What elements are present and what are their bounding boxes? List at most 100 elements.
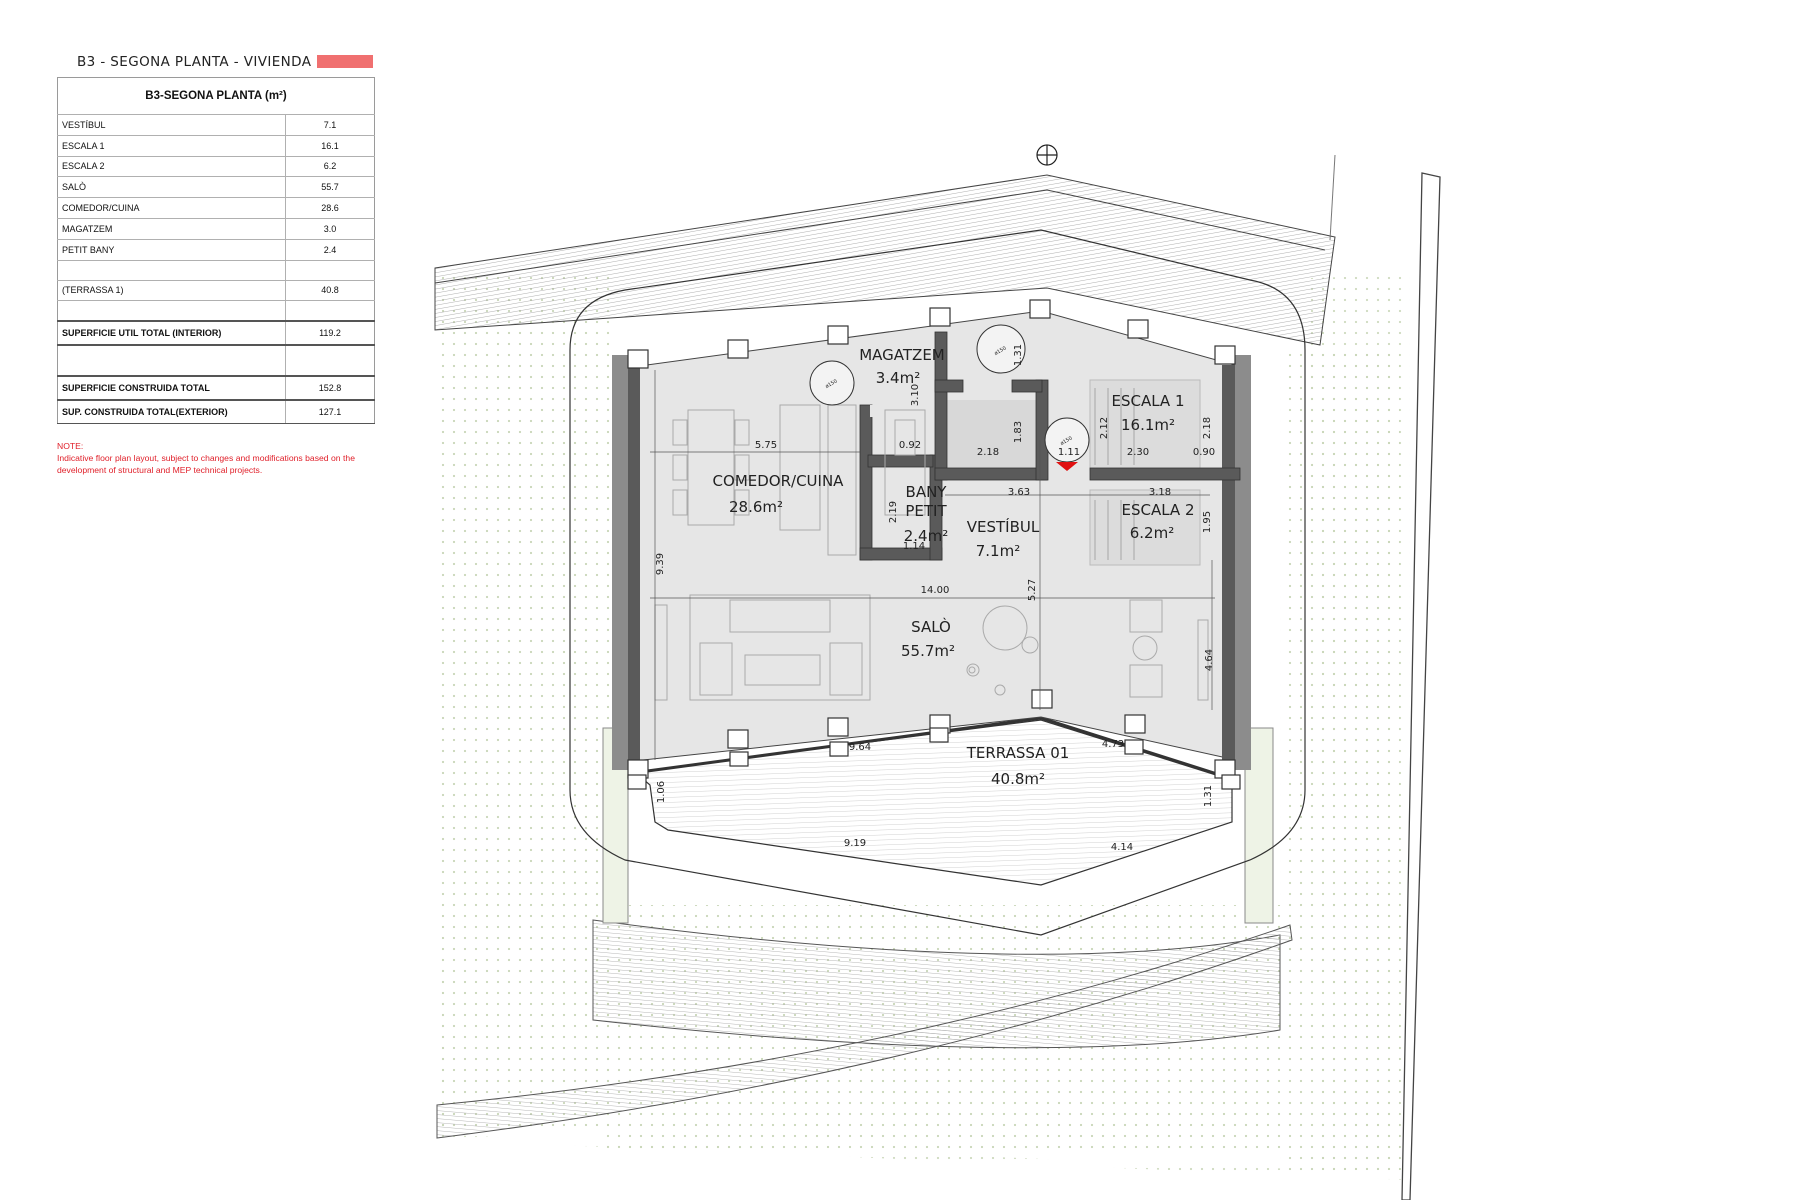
- dimension-label: 1.06: [656, 781, 667, 803]
- dimension-label: 1.31: [1203, 785, 1214, 807]
- room-name-escala1: ESCALA 1: [1111, 392, 1184, 410]
- plan-header: B3 - SEGONA PLANTA - VIVIENDA B: [57, 52, 373, 72]
- row-label: VESTÍBUL: [57, 114, 286, 136]
- row-value: 119.2: [285, 320, 375, 347]
- plan-title: B3 - SEGONA PLANTA - VIVIENDA B: [77, 54, 326, 70]
- row-label: (TERRASSA 1): [57, 280, 286, 302]
- disclaimer-note: NOTE: Indicative floor plan layout, subj…: [57, 441, 355, 476]
- row-label: SUPERFICIE CONSTRUIDA TOTAL: [57, 375, 286, 402]
- furniture: [654, 404, 1209, 701]
- table-row: [57, 260, 375, 281]
- row-label: COMEDOR/CUINA: [57, 197, 286, 219]
- room-area-comedor: 28.6m²: [729, 498, 783, 516]
- row-label: SUP. CONSTRUIDA TOTAL(EXTERIOR): [57, 399, 286, 425]
- dimension-label: 5.75: [755, 440, 777, 451]
- dimension-label: 9.64: [849, 742, 871, 753]
- dimension-label: 4.73: [1102, 739, 1124, 750]
- circle-label: ø150: [1060, 435, 1074, 447]
- room-area-terrassa: 40.8m²: [991, 770, 1045, 788]
- table-total-row: SUP. CONSTRUIDA TOTAL(EXTERIOR)127.1: [57, 399, 375, 425]
- dimension-label: 2.12: [1099, 417, 1110, 439]
- room-area-escala1: 16.1m²: [1121, 416, 1175, 434]
- room-area-escala2: 6.2m²: [1130, 524, 1174, 542]
- dimension-label: 2.19: [888, 501, 899, 523]
- dimension-label: 3.10: [910, 384, 921, 406]
- row-label: MAGATZEM: [57, 218, 286, 240]
- lower-bands: [436, 919, 1293, 1139]
- room-name-escala2: ESCALA 2: [1121, 501, 1194, 519]
- row-label: SALÒ: [57, 176, 286, 199]
- dimension-label: 9.39: [655, 553, 666, 575]
- row-value: 40.8: [285, 280, 375, 302]
- building-envelope: [569, 229, 1306, 936]
- row-value: 2.4: [285, 239, 375, 261]
- circle-label: ø150: [825, 378, 839, 390]
- dimension-label: 1.11: [1058, 447, 1080, 458]
- staircase: [1094, 388, 1135, 560]
- row-label: SUPERFICIE UTIL TOTAL (INTERIOR): [57, 320, 286, 347]
- table-caption: B3-SEGONA PLANTA (m²): [57, 77, 375, 115]
- room-area-vestibul: 7.1m²: [976, 542, 1020, 560]
- room-area-salo: 55.7m²: [901, 642, 955, 660]
- unit-color-swatch: [317, 55, 373, 68]
- row-label: PETIT BANY: [57, 239, 286, 261]
- dimension-label: 1.31: [1013, 344, 1024, 366]
- exterior-walls: [612, 355, 1251, 770]
- boundary-wall: [1329, 154, 1441, 1200]
- row-value: 6.2: [285, 156, 375, 178]
- room-area-bany: 2.4m²: [904, 527, 948, 545]
- window-mullions: [627, 299, 1241, 790]
- row-value: 152.8: [285, 375, 375, 402]
- note-text: Indicative floor plan layout, subject to…: [57, 452, 355, 475]
- room-name-magatzem: MAGATZEM: [859, 346, 945, 364]
- row-label: ESCALA 1: [57, 135, 286, 157]
- row-value: 127.1: [285, 399, 375, 425]
- row-value: 7.1: [285, 114, 375, 136]
- entry-arrow: [1056, 462, 1078, 471]
- dimension-label: 1.14: [903, 541, 925, 552]
- interior-walls: [859, 331, 1241, 561]
- roof-band: [434, 174, 1336, 346]
- dimension-label: 4.64: [1204, 649, 1215, 671]
- room-name-salo: SALÒ: [911, 617, 951, 636]
- room-name-bany-1: BANY: [906, 483, 948, 501]
- dimension-label: 0.90: [1193, 447, 1215, 458]
- row-label: ESCALA 2: [57, 156, 286, 178]
- dimension-label: 3.18: [1149, 487, 1171, 498]
- dimension-label: 2.18: [1202, 417, 1213, 439]
- room-name-bany-2: PETIT: [905, 502, 947, 520]
- row-value: 55.7: [285, 176, 375, 199]
- dimension-label: 2.18: [977, 447, 999, 458]
- terrace-deck: [633, 716, 1237, 886]
- row-value: 16.1: [285, 135, 375, 157]
- dimension-label: 14.00: [921, 585, 950, 596]
- dimension-lines: [650, 370, 1215, 760]
- circle-label: ø150: [994, 345, 1008, 357]
- table-row: (TERRASSA 1)40.8: [57, 280, 375, 302]
- room-name-vestibul: VESTÍBUL: [967, 517, 1040, 536]
- dimension-label: 9.19: [844, 838, 866, 849]
- dimension-label: 2.30: [1127, 447, 1149, 458]
- table-total-row: SUPERFICIE UTIL TOTAL (INTERIOR)119.2: [57, 320, 375, 347]
- dimension-label: 4.14: [1111, 842, 1133, 853]
- dimension-label: 0.92: [899, 440, 921, 451]
- reference-marker: [1036, 144, 1058, 166]
- dimension-label: 1.95: [1202, 511, 1213, 533]
- room-name-terrassa: TERRASSA 01: [966, 744, 1070, 762]
- dimension-label: 3.63: [1008, 487, 1030, 498]
- turning-circles: [809, 324, 1090, 463]
- room-name-comedor: COMEDOR/CUINA: [713, 472, 845, 490]
- dimension-label: 5.27: [1027, 579, 1038, 601]
- row-value: 3.0: [285, 218, 375, 240]
- room-area-magatzem: 3.4m²: [876, 369, 920, 387]
